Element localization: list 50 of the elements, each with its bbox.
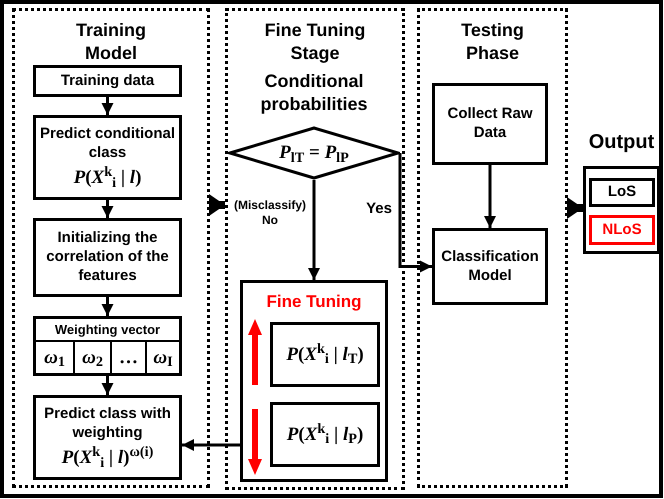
formula: P(X$^{k}$$_{i}$ | l$_{T}$) [286,342,364,366]
arrow [102,376,114,395]
process-box [33,65,182,97]
vector-cell [110,340,145,373]
vector-cell [73,340,110,373]
box-label: Classification Model [440,248,540,286]
arrow [567,197,583,219]
process-box [432,83,548,165]
panel-title: Fine Tuning Stage [264,19,366,64]
formula: P(X$^{k}$$_{i}$ | l) [74,166,142,190]
box-label: Collect Raw Data [446,105,534,143]
process-box [270,402,380,467]
dotted-panel [12,8,210,488]
panel-title: Training Model [74,19,147,64]
box-label: LoS [606,183,638,202]
panel-title: Testing Phase [460,19,525,64]
formula: … [119,346,138,370]
box-label: NLoS [602,220,642,240]
process-box [33,218,182,297]
formula: ω$_{1}$ [44,346,65,370]
arrow [102,200,114,218]
vector-box [33,316,182,376]
condition-heading: Conditional probabilities [259,70,368,115]
process-box [33,115,182,200]
formula: P(X$^{k}$$_{i}$ | l$_{P}$) [286,422,364,446]
box-label: Predict class with weighting [43,404,172,442]
formula: P(X$^{k}$$_{i}$ | l)$^{ω(i)}$ [62,446,154,470]
process-box [589,178,655,207]
box-label: Predict conditional class [39,124,176,162]
dotted-panel [417,8,568,488]
formula: ω$_{I}$ [153,346,173,370]
arrow [308,180,320,280]
arrow [484,165,496,228]
arrow [102,97,114,115]
box-label: Training data [60,72,156,90]
formula: ω$_{2}$ [82,346,103,370]
box-label: Weighting vector [54,321,160,338]
box-label: Initializing the correlation of the features [45,229,170,286]
process-box [432,228,548,305]
group-title: Fine Tuning [266,291,362,312]
formula: P$_{lT}$ = P$_{lP}$ [279,141,349,165]
process-box [589,215,655,245]
arrow [209,194,225,216]
output-title: Output [588,130,656,155]
vector-cell [145,340,179,373]
arrow [102,297,114,316]
process-box [33,395,182,480]
process-box [270,322,380,387]
group-box [240,280,388,482]
arrow [182,439,240,451]
